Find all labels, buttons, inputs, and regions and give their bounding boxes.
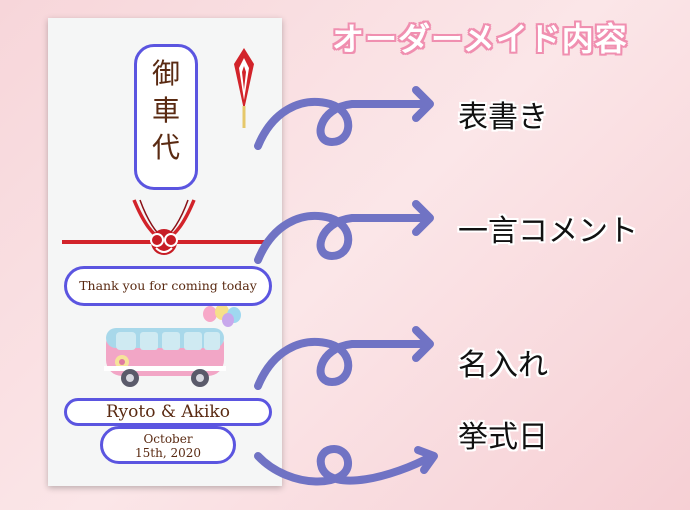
- curly-arrow-icon: [254, 97, 428, 150]
- names-text: Ryoto & Akiko: [106, 402, 230, 422]
- date-line-2: 15th, 2020: [135, 446, 201, 460]
- title-oval: 御 車 代: [134, 44, 198, 190]
- balloons-icon: [203, 304, 241, 327]
- pink-van-icon: [104, 328, 226, 387]
- label-naire: 名入れ: [458, 348, 548, 383]
- label-date: 挙式日: [458, 420, 548, 455]
- date-line-1: October: [143, 432, 193, 446]
- title-char-2: 車: [151, 94, 180, 127]
- curly-arrow-icon: [412, 326, 434, 362]
- label-omotegaki: 表書き: [458, 100, 548, 135]
- page-heading: オーダーメイド内容: [332, 20, 628, 58]
- shugi-envelope: 御 車 代 Thank you for coming today Ryoto &…: [48, 18, 282, 486]
- title-char-1: 御: [151, 57, 180, 90]
- message-oval: Thank you for coming today: [64, 266, 272, 306]
- noshi-icon: [234, 48, 254, 128]
- curly-arrow-icon: [412, 86, 434, 122]
- mizuhiki-knot-icon: [62, 199, 268, 255]
- curly-arrow-icon: [412, 200, 434, 236]
- message-text: Thank you for coming today: [79, 278, 257, 293]
- curly-arrow-icon: [414, 446, 438, 474]
- title-char-3: 代: [151, 131, 180, 164]
- label-comment: 一言コメント: [458, 214, 638, 249]
- curly-arrow-icon: [254, 337, 428, 390]
- date-oval: October 15th, 2020: [100, 426, 236, 464]
- curly-arrow-icon: [254, 445, 436, 486]
- names-oval: Ryoto & Akiko: [64, 398, 272, 426]
- curly-arrow-icon: [254, 211, 428, 264]
